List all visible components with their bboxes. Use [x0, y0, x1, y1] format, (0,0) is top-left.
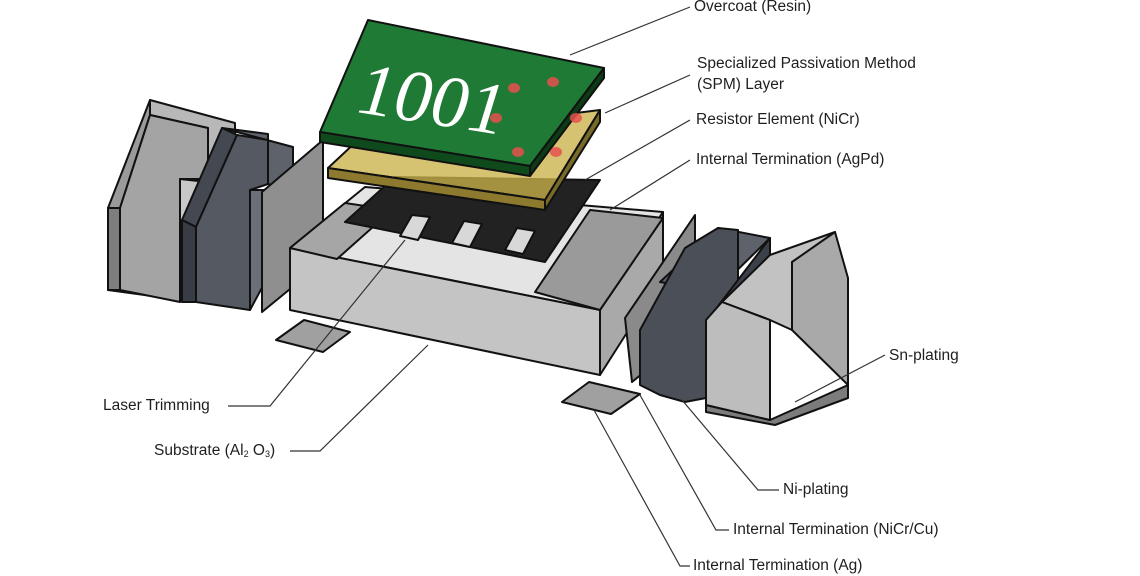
leader-lines: [228, 6, 886, 567]
label-ni-plating: Ni-plating: [783, 481, 849, 498]
leader-overcoat: [569, 6, 691, 56]
label-spm-line1: Specialized Passivation Method: [697, 55, 916, 72]
right-bottom-termination: [561, 381, 641, 415]
leader-sn: [794, 354, 886, 403]
left-bottom-termination: [275, 319, 351, 353]
leader-nicrcu: [639, 394, 729, 531]
label-laser-trimming: Laser Trimming: [103, 397, 210, 414]
leader-spm: [604, 74, 691, 114]
label-overcoat: Overcoat (Resin): [694, 0, 812, 15]
leader-ni: [681, 399, 779, 491]
label-substrate: Substrate (Al2 O3): [154, 442, 276, 459]
label-resistor-element: Resistor Element (NiCr): [696, 111, 860, 128]
marking-dots: [490, 77, 582, 157]
label-spm-line2: (SPM) Layer: [697, 76, 784, 93]
right-sn-plating-cap: [705, 231, 849, 426]
right-top-termination-pad: [534, 209, 664, 311]
leader-laser: [228, 239, 406, 407]
red-dot: [570, 113, 582, 123]
leader-agpd: [609, 159, 691, 211]
overcoat-resin: [319, 19, 605, 177]
label-internal-termination-ag: Internal Termination (Ag): [693, 557, 863, 574]
red-dot: [490, 113, 502, 123]
red-dot: [550, 147, 562, 157]
label-internal-termination-agpd: Internal Termination (AgPd): [696, 151, 885, 168]
leader-substrate: [290, 344, 429, 452]
red-dot: [547, 77, 559, 87]
label-internal-termination-nicrcu: Internal Termination (NiCr/Cu): [733, 521, 939, 538]
red-dot: [508, 83, 520, 93]
leader-ag: [593, 409, 690, 567]
leader-resistor: [584, 119, 691, 181]
red-dot: [512, 147, 524, 157]
label-sn-plating: Sn-plating: [889, 347, 959, 364]
